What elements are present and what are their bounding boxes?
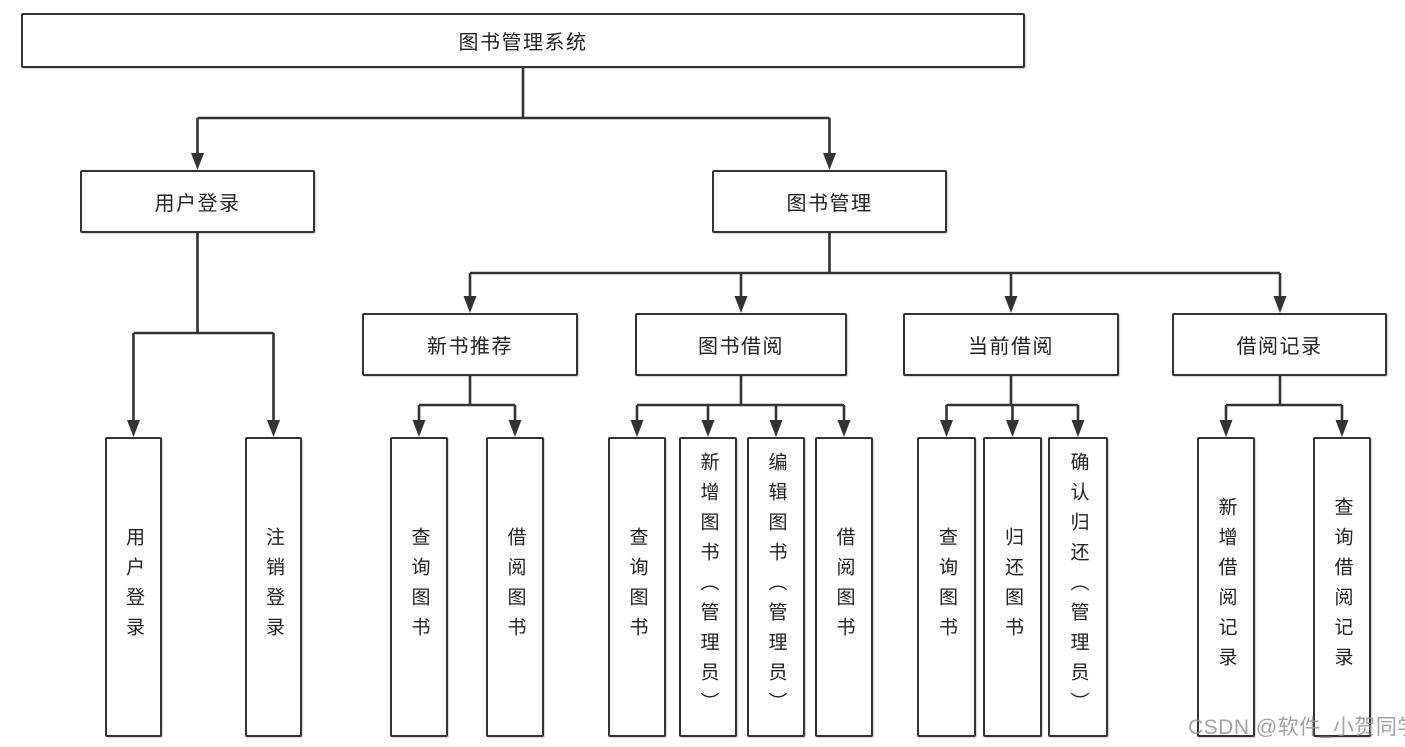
arrowhead-icon xyxy=(1219,420,1233,437)
leaf-label: 查询图书 xyxy=(936,527,957,647)
node-root-system: 图书管理系统 xyxy=(21,13,1025,68)
arrowhead-icon xyxy=(267,420,280,437)
arrowhead-icon xyxy=(1273,296,1287,313)
arrowhead-icon xyxy=(630,420,644,437)
leaf-label: 编辑图书（管理员） xyxy=(765,452,787,722)
leaf-confirm-return-admin: 确认归还（管理员） xyxy=(1048,437,1108,737)
connector-book-borrow xyxy=(635,376,846,423)
leaf-edit-books-admin: 编辑图书（管理员） xyxy=(747,437,805,737)
leaf-label: 查询图书 xyxy=(408,527,430,647)
arrowhead-icon xyxy=(769,420,783,437)
arrowhead-icon xyxy=(412,420,426,437)
leaf-label: 新增借阅记录 xyxy=(1215,497,1237,677)
leaf-return-books: 归还图书 xyxy=(983,437,1042,737)
leaf-borrow-books-rec: 借阅图书 xyxy=(486,437,544,737)
arrowhead-icon xyxy=(1004,296,1018,313)
leaf-query-books-borrow: 查询图书 xyxy=(608,437,666,737)
connector-borrow-records xyxy=(1224,376,1344,423)
leaf-add-borrow-record: 新增借阅记录 xyxy=(1197,437,1255,737)
leaf-query-borrow-record: 查询借阅记录 xyxy=(1313,437,1371,737)
node-book-borrowing: 图书借阅 xyxy=(635,313,847,376)
leaf-label: 查询借阅记录 xyxy=(1331,497,1353,677)
leaf-label: 查询图书 xyxy=(626,527,648,647)
arrowhead-icon xyxy=(1006,420,1019,437)
node-book-management: 图书管理 xyxy=(712,170,947,233)
leaf-user-login: 用户登录 xyxy=(105,437,162,737)
arrowhead-icon xyxy=(837,420,851,437)
connector-current-borrow xyxy=(945,376,1080,423)
connector-root xyxy=(196,68,831,156)
connector-user-login xyxy=(132,233,275,423)
node-new-book-recommendation: 新书推荐 xyxy=(362,313,578,376)
leaf-label: 借阅图书 xyxy=(504,527,526,647)
leaf-label: 借阅图书 xyxy=(833,527,855,647)
leaf-label: 注销登录 xyxy=(263,527,284,647)
arrowhead-icon xyxy=(508,420,522,437)
connector-new-book-rec xyxy=(417,376,517,423)
node-borrowing-records: 借阅记录 xyxy=(1172,313,1387,376)
arrowhead-icon xyxy=(734,296,748,313)
arrowhead-icon xyxy=(463,296,477,313)
arrowhead-icon xyxy=(191,153,204,170)
leaf-borrow-books: 借阅图书 xyxy=(815,437,873,737)
arrowhead-icon xyxy=(127,420,140,437)
leaf-logout: 注销登录 xyxy=(245,437,302,737)
arrowhead-icon xyxy=(701,420,715,437)
leaf-label: 归还图书 xyxy=(1002,527,1023,647)
leaf-query-books-rec: 查询图书 xyxy=(390,437,448,737)
leaf-query-books-current: 查询图书 xyxy=(917,437,976,737)
arrowhead-icon xyxy=(1335,420,1349,437)
arrowhead-icon xyxy=(823,153,836,170)
arrowhead-icon xyxy=(1071,420,1085,437)
node-user-login: 用户登录 xyxy=(80,170,315,233)
arrowhead-icon xyxy=(940,420,953,437)
leaf-label: 新增图书（管理员） xyxy=(697,452,719,722)
node-current-borrowing: 当前借阅 xyxy=(903,313,1119,376)
leaf-label: 用户登录 xyxy=(123,527,144,647)
leaf-add-books-admin: 新增图书（管理员） xyxy=(679,437,737,737)
connector-book-mgmt xyxy=(468,233,1282,299)
csdn-watermark: CSDN @软件_小贺同学 xyxy=(1188,716,1405,739)
leaf-label: 确认归还（管理员） xyxy=(1067,452,1089,722)
